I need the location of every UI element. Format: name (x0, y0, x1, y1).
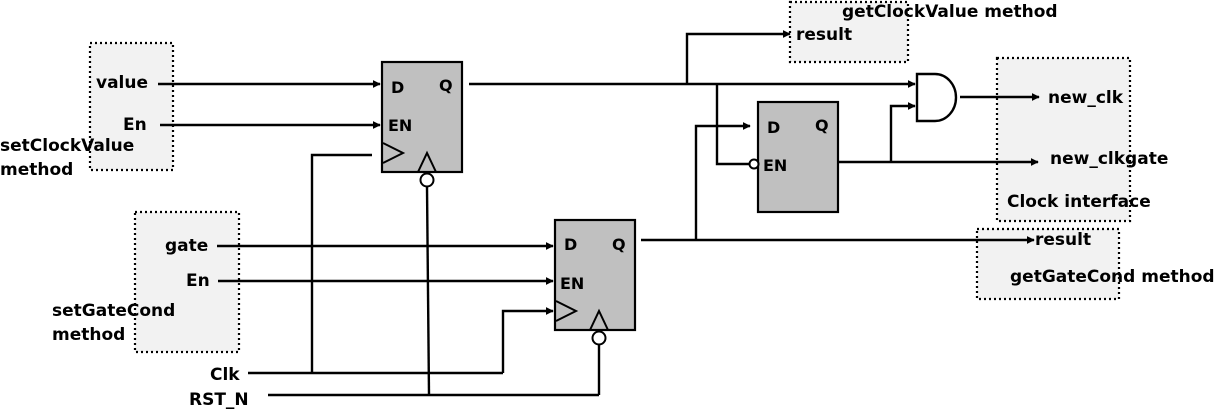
set-clock-value-method-label-2: method (0, 160, 73, 180)
gate-latch-en-inversion-bubble (748, 158, 760, 170)
gate-cond-ff-clock-triangle (555, 300, 579, 322)
gate-cond-ff-en-label: EN (560, 274, 584, 293)
clock-value-ff-clock-triangle (382, 142, 406, 164)
get-clock-value-result-label: result (796, 25, 852, 45)
set-clock-value-method-label: setClockValue (0, 136, 134, 156)
gate-cond-ff-reset-triangle (589, 308, 609, 331)
value-input-label: value (96, 73, 148, 93)
get-gate-cond-result-label: result (1035, 230, 1091, 250)
gate-cond-ff-q-label: Q (612, 235, 626, 254)
get-clock-value-method-label: getClockValue method (842, 2, 1058, 22)
wires (158, 30, 1040, 397)
gate-cond-flip-flop (553, 218, 637, 332)
gate-input-label: gate (165, 236, 208, 256)
new-clkgate-output-label: new_clkgate (1050, 149, 1168, 169)
new-clk-output-label: new_clk (1048, 88, 1124, 108)
gate-latch-flip-flop (756, 100, 840, 214)
set-gate-en-input-label: En (186, 271, 210, 291)
clock-value-ff-reset-bubble (419, 172, 435, 188)
gate-latch-q-label: Q (815, 116, 829, 135)
get-gate-cond-method-label: getGateCond method (1010, 267, 1215, 287)
set-gate-cond-method-label: setGateCond (52, 301, 175, 321)
gate-latch-en-label: EN (763, 156, 787, 175)
clock-value-ff-d-label: D (391, 78, 404, 97)
gate-latch-d-label: D (767, 118, 780, 137)
clock-interface-box (995, 56, 1132, 223)
clock-value-ff-reset-triangle (417, 150, 437, 173)
clock-interface-label: Clock interface (1007, 192, 1151, 212)
clock-value-ff-en-label: EN (388, 116, 412, 135)
gate-cond-ff-d-label: D (564, 235, 577, 254)
set-gate-cond-method-label-2: method (52, 325, 125, 345)
set-clock-value-method-box (88, 41, 175, 172)
rst-n-signal-label: RST_N (189, 390, 249, 410)
clock-value-flip-flop (380, 60, 464, 174)
set-clock-en-input-label: En (123, 115, 147, 135)
and-gate (915, 72, 958, 123)
gate-cond-ff-reset-bubble (591, 330, 607, 346)
clock-value-ff-q-label: Q (439, 76, 453, 95)
clk-signal-label: Clk (210, 365, 240, 385)
